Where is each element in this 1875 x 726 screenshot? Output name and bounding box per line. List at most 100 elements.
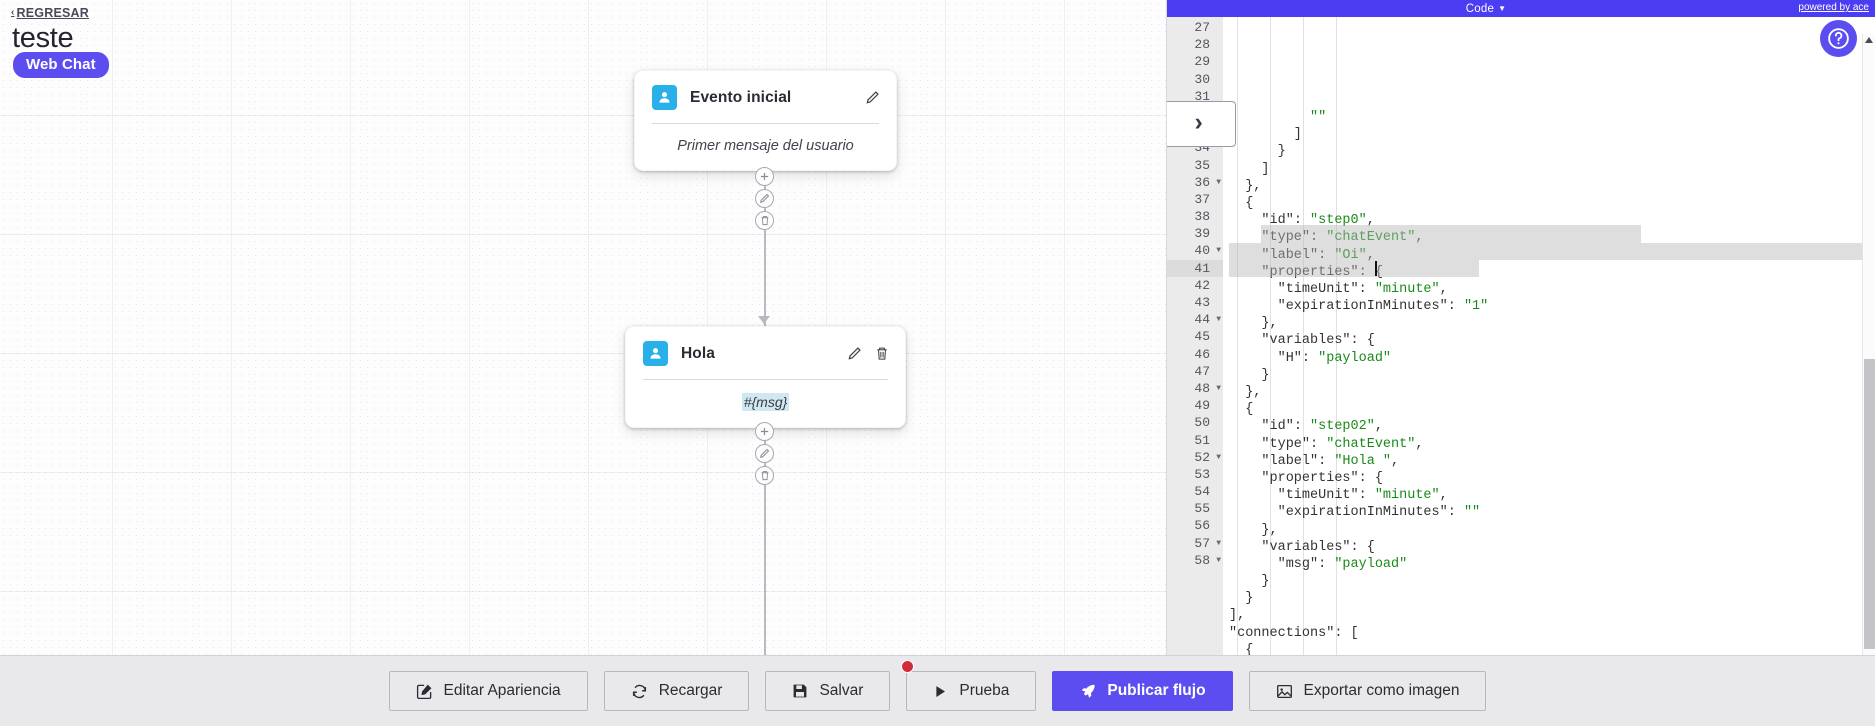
gutter-line[interactable]: 55 [1194,501,1210,517]
toolbar-button-editar-apariencia[interactable]: Editar Apariencia [388,671,588,711]
code-line[interactable]: { [1229,642,1254,655]
code-line[interactable]: ] [1229,127,1302,143]
gutter-line[interactable]: 29 [1194,54,1210,70]
gutter-line[interactable]: 47 [1194,363,1210,379]
ace-credit-link[interactable]: powered by ace [1798,2,1869,13]
code-line[interactable]: "label": "Oi", [1261,247,1375,263]
code-line[interactable]: ], [1229,608,1246,624]
code-line[interactable]: } [1229,144,1286,160]
code-line[interactable]: } [1229,574,1270,590]
gutter-line[interactable]: 46 [1194,346,1210,362]
notification-badge [901,660,915,673]
edit-icon[interactable] [755,444,774,463]
fold-toggle-icon[interactable]: ▼ [1216,315,1221,325]
delete-icon[interactable] [755,211,774,230]
code-line[interactable]: { [1229,195,1254,211]
gutter-line[interactable]: 36▼ [1194,174,1221,190]
code-editor[interactable]: 272829303132▼33343536▼37383940▼41424344▼… [1167,17,1875,655]
toolbar-button-recargar[interactable]: Recargar [603,671,750,711]
gutter-line[interactable]: 44▼ [1194,312,1221,328]
help-button[interactable] [1820,20,1857,57]
code-line[interactable]: "properties": { [1261,470,1383,486]
code-line[interactable]: }, [1229,178,1262,194]
gutter-line[interactable]: 27 [1194,20,1210,35]
gutter-line[interactable]: 49 [1194,398,1210,414]
scroll-up-arrow-icon[interactable] [1865,37,1873,43]
edit-icon[interactable] [755,189,774,208]
code-line[interactable]: "expirationInMinutes": "1" [1277,299,1489,315]
fold-toggle-icon[interactable]: ▼ [1216,555,1221,565]
code-line[interactable]: }, [1229,316,1278,332]
flow-node-hola[interactable]: Hola #{msg} [625,326,906,428]
gutter-line[interactable]: 52▼ [1194,449,1221,465]
code-line[interactable]: { [1229,402,1254,418]
gutter-line[interactable]: 35 [1194,157,1210,173]
gutter-line[interactable]: 54 [1194,484,1210,500]
gutter-line[interactable]: 38 [1194,209,1210,225]
fold-toggle-icon[interactable]: ▼ [1216,177,1221,187]
connector-arrow-1 [758,316,770,324]
code-mode-selector[interactable]: Code ▼ [1466,3,1506,15]
code-line[interactable]: "type": "chatEvent", [1261,436,1424,452]
fold-toggle-icon[interactable]: ▼ [1216,246,1221,256]
plus-icon[interactable] [755,167,774,186]
code-line[interactable]: "type": "chatEvent", [1261,230,1424,246]
code-line[interactable]: "label": "Hola ", [1261,453,1400,469]
code-line[interactable]: "expirationInMinutes": "" [1277,505,1481,521]
code-line[interactable]: "timeUnit": "minute", [1277,488,1448,504]
delete-icon[interactable] [875,346,889,361]
code-line[interactable]: } [1229,367,1270,383]
gutter-line[interactable]: 28 [1194,37,1210,53]
fold-toggle-icon[interactable]: ▼ [1216,452,1221,462]
gutter-line[interactable]: 58▼ [1194,552,1221,568]
gutter-line[interactable]: 56 [1194,518,1210,534]
toolbar-button-exportar-como-imagen[interactable]: Exportar como imagen [1248,671,1487,711]
back-link[interactable]: ‹ REGRESAR [11,6,89,20]
gutter-line[interactable]: 48▼ [1194,380,1221,396]
gutter-line[interactable]: 43 [1194,295,1210,310]
toolbar-button-publicar-flujo[interactable]: Publicar flujo [1052,671,1233,711]
code-line[interactable]: } [1229,591,1254,607]
code-line[interactable]: "id": "step0", [1261,213,1375,229]
code-line[interactable]: "msg": "payload" [1277,556,1408,572]
code-fold-widget[interactable]: › [1167,101,1236,147]
gutter-line[interactable]: 53 [1194,466,1210,482]
code-line[interactable]: "timeUnit": "minute", [1277,281,1448,297]
code-line[interactable]: "id": "step02", [1261,419,1383,435]
toolbar-button-label: Exportar como imagen [1303,682,1460,699]
gutter-line[interactable]: 45 [1194,329,1210,345]
edit-square-icon [416,683,433,700]
code-content[interactable]: "" ] } ] }, { "id": "step0", "type": "ch… [1223,17,1875,655]
code-line[interactable]: }, [1229,385,1262,400]
delete-icon[interactable] [755,466,774,485]
gutter-line[interactable]: 30 [1194,71,1210,87]
plus-icon[interactable] [755,422,774,441]
fold-toggle-icon[interactable]: ▼ [1216,383,1221,393]
flow-node-evento-inicial[interactable]: Evento inicial Primer mensaje del usuari… [634,70,897,171]
edit-icon[interactable] [847,346,862,361]
gutter-line[interactable]: 37 [1194,191,1210,207]
code-line[interactable]: "variables": { [1261,539,1375,555]
gutter-line[interactable]: 39 [1194,226,1210,242]
gutter-line[interactable]: 41 [1167,259,1223,277]
fold-toggle-icon[interactable]: ▼ [1216,538,1221,548]
code-line[interactable]: "connections": [ [1229,625,1359,641]
gutter-line[interactable]: 31 [1194,88,1210,104]
code-scrollbar[interactable] [1862,34,1875,655]
code-line[interactable]: "properties": { [1261,264,1383,280]
toolbar-button-prueba[interactable]: Prueba [901,660,1037,711]
gutter-line[interactable]: 40▼ [1194,243,1221,259]
gutter-line[interactable]: 57▼ [1194,535,1221,551]
scrollbar-thumb[interactable] [1864,359,1875,649]
code-line[interactable]: "H": "payload" [1277,350,1392,366]
code-line[interactable]: ] [1229,161,1270,177]
edit-icon[interactable] [865,90,880,105]
flow-canvas[interactable]: ‹ REGRESAR teste Web Chat Evento inicial [0,0,1166,655]
gutter-line[interactable]: 51 [1194,432,1210,448]
code-line[interactable]: }, [1229,522,1278,538]
code-line[interactable]: "variables": { [1261,333,1375,349]
code-line[interactable]: "" [1310,110,1327,125]
gutter-line[interactable]: 50 [1194,415,1210,431]
toolbar-button-salvar[interactable]: Salvar [765,671,891,711]
gutter-line[interactable]: 42 [1194,277,1210,293]
